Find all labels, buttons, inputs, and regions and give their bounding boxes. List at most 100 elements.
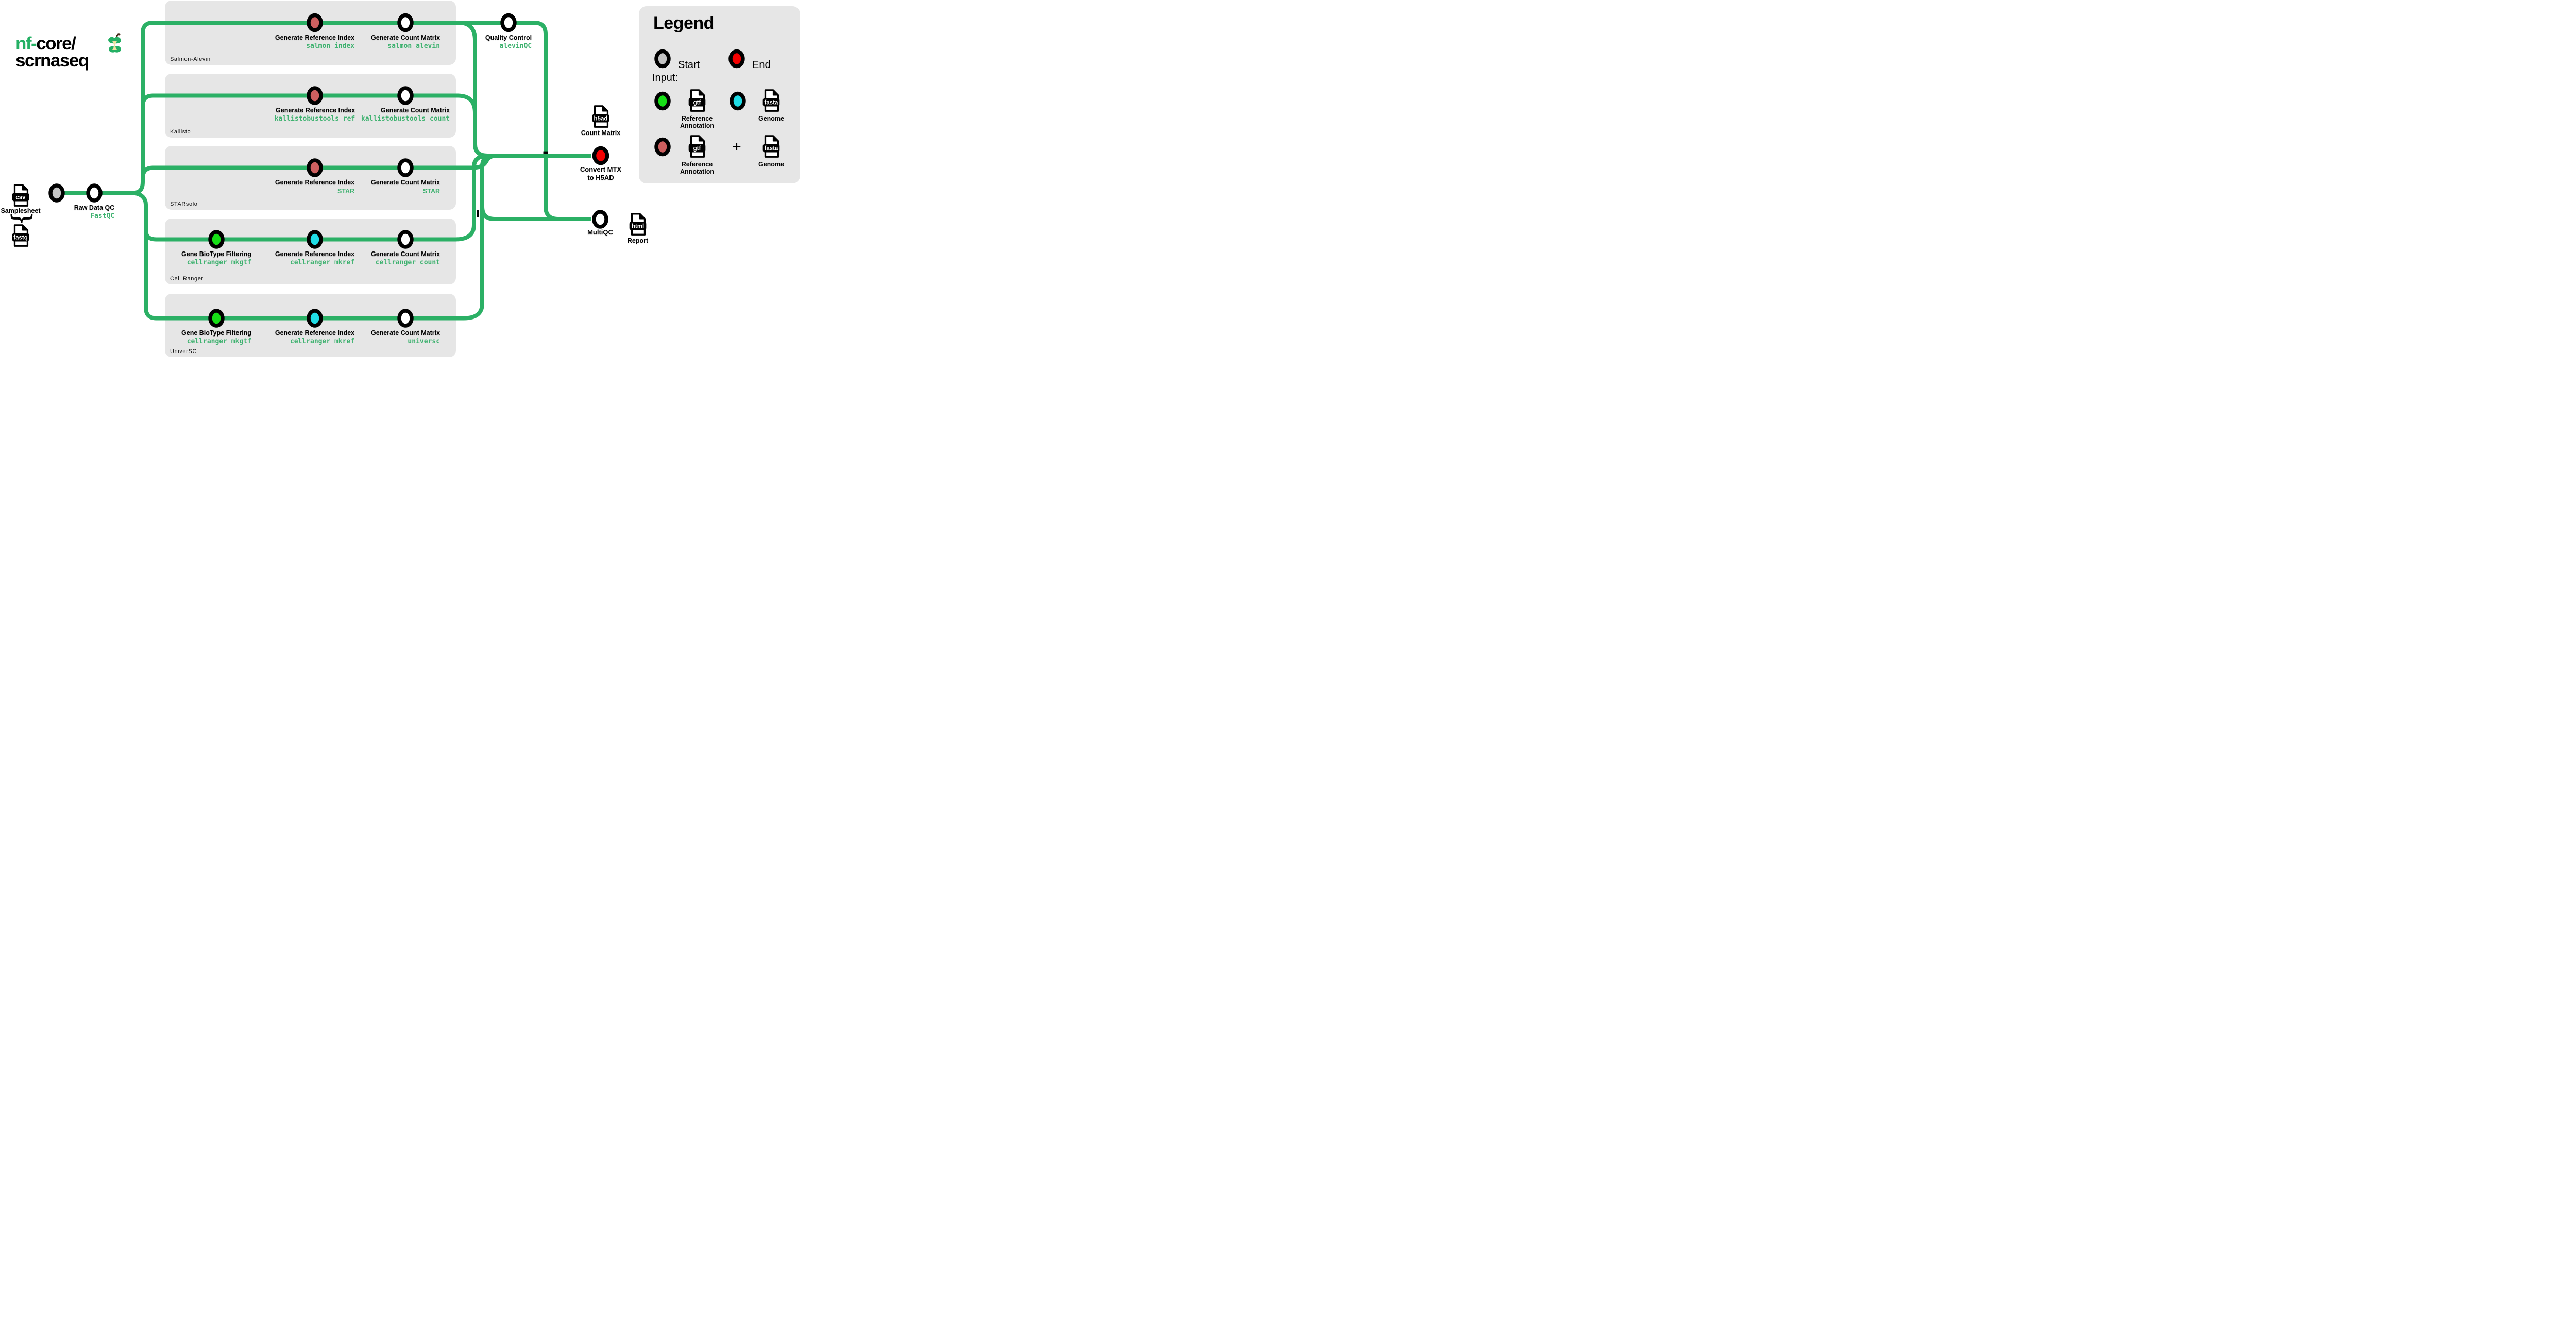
- legend-end-node: [728, 49, 745, 69]
- step-command: salmon alevin: [387, 42, 440, 50]
- node-cellranger-count: [397, 230, 414, 249]
- step-command: cellranger mkref: [290, 338, 355, 345]
- lane-starsolo: STARsolo: [165, 146, 456, 210]
- step-command: FastQC: [90, 212, 115, 220]
- node-kallisto-count: [397, 86, 414, 105]
- nf-core-logo: nf-core/ scrnaseq: [15, 33, 121, 70]
- step-title: Generate Count Matrix: [370, 329, 440, 337]
- gtf-label: gtf: [693, 146, 701, 152]
- step-universc-count: Generate Count Matrix universc: [371, 329, 440, 346]
- step-title: Generate Reference Index: [275, 34, 355, 41]
- step-title: Quality Control: [485, 34, 532, 41]
- html-file-icon: html: [629, 213, 647, 236]
- legend-text-line: Reference: [681, 115, 713, 122]
- step-title: Generate Reference Index: [276, 107, 355, 114]
- node-universc-ref: [307, 309, 323, 328]
- step-cellranger-count: Generate Count Matrix cellranger count: [371, 250, 440, 267]
- step-title: Generate Reference Index: [275, 250, 355, 258]
- report-label: Report: [627, 237, 649, 244]
- step-universc-ref: Generate Reference Index cellranger mkre…: [275, 329, 354, 346]
- lane-cell-ranger: Cell Ranger: [165, 219, 456, 284]
- step-title: Raw Data QC: [74, 204, 115, 211]
- metro-map-svg: [48, 13, 609, 328]
- step-raw-data-qc: Raw Data QC FastQC: [74, 204, 115, 221]
- samplesheet-label: Samplesheet: [1, 207, 41, 214]
- step-command: STAR: [422, 188, 440, 195]
- step-command: kallistobustools count: [361, 115, 450, 123]
- node-salmon-ref: [307, 13, 323, 32]
- crossing-tick-alevinqc: [543, 151, 548, 154]
- fasta-label: fasta: [765, 146, 778, 152]
- node-convert-end: [592, 146, 609, 165]
- lane-salmon-alevin: Salmon-Alevin: [165, 1, 456, 65]
- step-salmon-count: Generate Count Matrix salmon alevin: [371, 34, 440, 51]
- lane-label: STARsolo: [170, 201, 198, 207]
- legend-plus: +: [732, 138, 741, 155]
- step-title: Generate Count Matrix: [370, 34, 440, 41]
- legend-end-label: End: [752, 59, 771, 71]
- h5ad-file-icon: h5ad: [592, 105, 609, 128]
- multiqc-label: MultiQC: [587, 228, 613, 236]
- line-multiqc: [480, 206, 591, 221]
- lane-label: Cell Ranger: [170, 276, 204, 282]
- convert-mtx-label: Convert MTX to H5AD: [580, 165, 621, 181]
- html-label: html: [632, 224, 644, 230]
- node-start: [48, 183, 65, 203]
- lane-label: Salmon-Alevin: [170, 56, 211, 62]
- legend-ref-annotation-1: Reference Annotation: [680, 115, 714, 129]
- lane-label: UniverSC: [170, 348, 197, 355]
- node-salmon-count: [397, 13, 414, 32]
- step-star-count: Generate Count Matrix STAR: [371, 179, 440, 195]
- step-cellranger-filter: Gene BioType Filtering cellranger mkgtf: [181, 250, 251, 267]
- legend-green-node: [654, 91, 671, 111]
- step-title: Generate Reference Index: [275, 179, 355, 186]
- line-salmon: [131, 21, 591, 221]
- h5ad-label: h5ad: [594, 116, 608, 122]
- legend-fasta-icon-2: fasta: [762, 135, 780, 158]
- step-universc-filter: Gene BioType Filtering cellranger mkgtf: [181, 329, 251, 346]
- step-title: Generate Count Matrix: [381, 107, 450, 114]
- node-star-ref: [307, 158, 323, 177]
- node-raw-data-qc: [86, 183, 103, 203]
- step-kallisto-ref: Generate Reference Index kallistobustool…: [275, 107, 355, 123]
- step-salmon-ref: Generate Reference Index salmon index: [275, 34, 354, 51]
- legend-gtf-icon-2: gtf: [688, 135, 706, 158]
- step-star-ref: Generate Reference Index STAR: [275, 179, 354, 195]
- legend-ref-annotation-2: Reference Annotation: [680, 161, 714, 175]
- logo-core: core/: [36, 33, 76, 54]
- legend-text-line: Reference: [681, 161, 713, 168]
- legend-panel: Legend Start End Input: gtf Reference An…: [639, 6, 800, 183]
- legend-ref-node: [654, 137, 671, 157]
- node-alevin-qc: [500, 13, 517, 32]
- node-star-count: [397, 158, 414, 177]
- node-universc-count: [397, 309, 414, 328]
- node-multiqc: [592, 210, 608, 229]
- legend-genome-1: Genome: [758, 115, 785, 122]
- step-alevin-qc: Quality Control alevinQC: [485, 34, 532, 51]
- step-title: Generate Count Matrix: [370, 250, 440, 258]
- csv-label: csv: [15, 195, 26, 201]
- convert-line1: Convert MTX: [580, 165, 622, 173]
- step-kallisto-count: Generate Count Matrix kallistobustools c…: [361, 107, 450, 123]
- legend-input-label: Input:: [652, 72, 679, 83]
- step-command: cellranger count: [375, 259, 440, 266]
- legend-text-line: Annotation: [680, 168, 714, 175]
- legend-cyan-node: [730, 91, 746, 111]
- legend-nodes-svg: [654, 49, 746, 157]
- node-cellranger-ref: [307, 230, 323, 249]
- step-command: salmon index: [306, 42, 355, 50]
- step-command: cellranger mkgtf: [187, 259, 251, 266]
- lane-kallisto: Kallisto: [165, 74, 456, 138]
- node-kallisto-ref: [307, 86, 323, 105]
- count-matrix-label: Count Matrix: [581, 129, 621, 137]
- step-command: cellranger mkref: [290, 259, 355, 266]
- legend-title: Legend: [653, 13, 714, 33]
- apple-core-icon: [108, 33, 121, 53]
- step-command: universc: [408, 338, 440, 345]
- legend-genome-2: Genome: [758, 161, 785, 168]
- lane-label: Kallisto: [170, 129, 191, 135]
- legend-start-label: Start: [678, 59, 700, 71]
- step-cellranger-ref: Generate Reference Index cellranger mkre…: [275, 250, 354, 267]
- pipeline-diagram: Salmon-Alevin Kallisto STARsolo Cell Ran…: [0, 0, 808, 357]
- step-command: alevinQC: [499, 42, 532, 50]
